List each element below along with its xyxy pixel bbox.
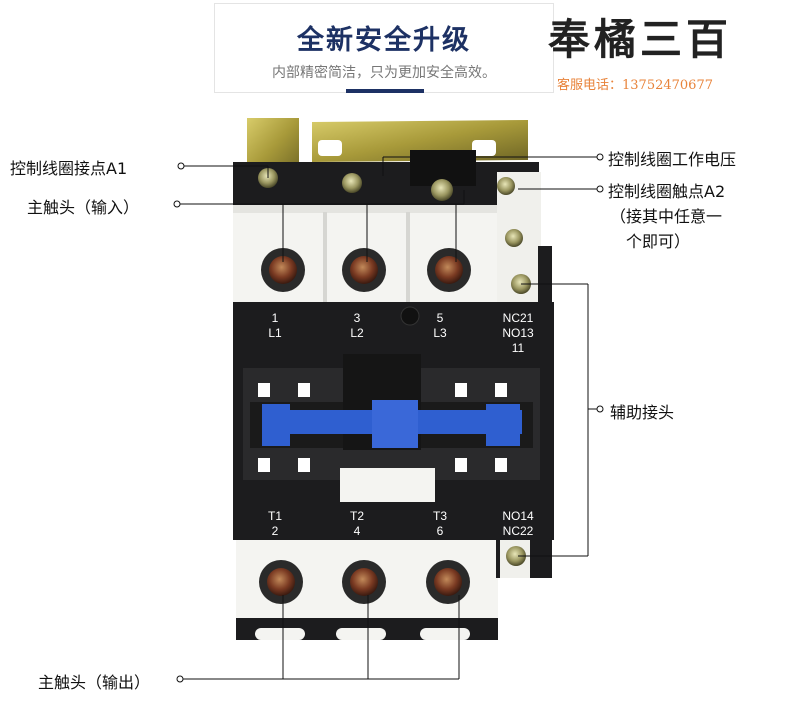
callout-dot-output (176, 675, 184, 683)
terminal-top-aux-3: 11 (512, 341, 525, 355)
label-coil-a2-line3: 个即可） (626, 232, 691, 251)
header-box: 全新安全升级 内部精密简洁，只为更加安全高效。 (214, 3, 554, 93)
brand-logo: 奉橘三百 (548, 15, 733, 64)
terminal-bottom-2-num: 4 (354, 524, 361, 538)
callout-dot-a2 (596, 185, 604, 193)
terminal-bottom-aux-2: NC22 (503, 524, 534, 538)
label-coil-a1: 控制线圈接点A1 (10, 159, 128, 178)
callout-dot-input (173, 200, 181, 208)
callout-dot-voltage (596, 153, 604, 161)
terminal-bottom-3-num: 6 (437, 524, 444, 538)
label-main-input: 主触头（输入） (27, 198, 140, 217)
leader-coil-a1 (184, 165, 269, 178)
leader-main-input (180, 190, 465, 262)
header-underline (346, 89, 424, 93)
header-title: 全新安全升级 (297, 25, 471, 56)
top-coil-screw-mid (342, 173, 362, 193)
service-phone: 客服电话：13752470677 (557, 78, 713, 93)
armature-slider (262, 400, 522, 448)
leader-main-output (183, 595, 460, 680)
top-housing (233, 162, 539, 206)
callout-dot-aux (596, 405, 604, 413)
terminal-top-aux-2: NO13 (502, 326, 534, 340)
terminal-bottom-aux-1: NO14 (502, 509, 534, 523)
callout-dot-a1 (177, 162, 185, 170)
terminal-bottom-1-name: T1 (268, 509, 282, 523)
label-coil-a2-line2: （接其中任意一 (610, 207, 723, 226)
label-aux-contact: 辅助接头 (610, 403, 675, 422)
leader-coil-voltage (382, 156, 597, 176)
terminal-top-2-num: 3 (354, 311, 361, 325)
label-coil-a2-line1: 控制线圈触点A2 (608, 182, 726, 201)
bottom-main-screws (259, 560, 470, 604)
aux-screw-2 (505, 229, 523, 247)
terminal-top-2-name: L2 (350, 326, 364, 340)
header-subtitle: 内部精密简洁，只为更加安全高效。 (272, 65, 496, 81)
leader-aux-contact (518, 283, 597, 557)
terminal-top-3-num: 5 (437, 311, 444, 325)
label-coil-voltage: 控制线圈工作电压 (608, 150, 737, 169)
label-main-output: 主触头（输出） (38, 673, 151, 692)
terminal-top-aux-1: NC21 (503, 311, 534, 325)
terminal-bottom-1-num: 2 (272, 524, 279, 538)
aux-screw-bottom (506, 546, 526, 566)
top-coil-screw-right (431, 179, 453, 201)
terminal-top-3-name: L3 (433, 326, 447, 340)
top-main-screws (261, 248, 471, 292)
terminal-top-1-name: L1 (268, 326, 282, 340)
terminal-bottom-2-name: T2 (350, 509, 364, 523)
aux-screw-1 (497, 177, 515, 195)
terminal-top-1-num: 1 (272, 311, 279, 325)
terminal-bottom-3-name: T3 (433, 509, 447, 523)
